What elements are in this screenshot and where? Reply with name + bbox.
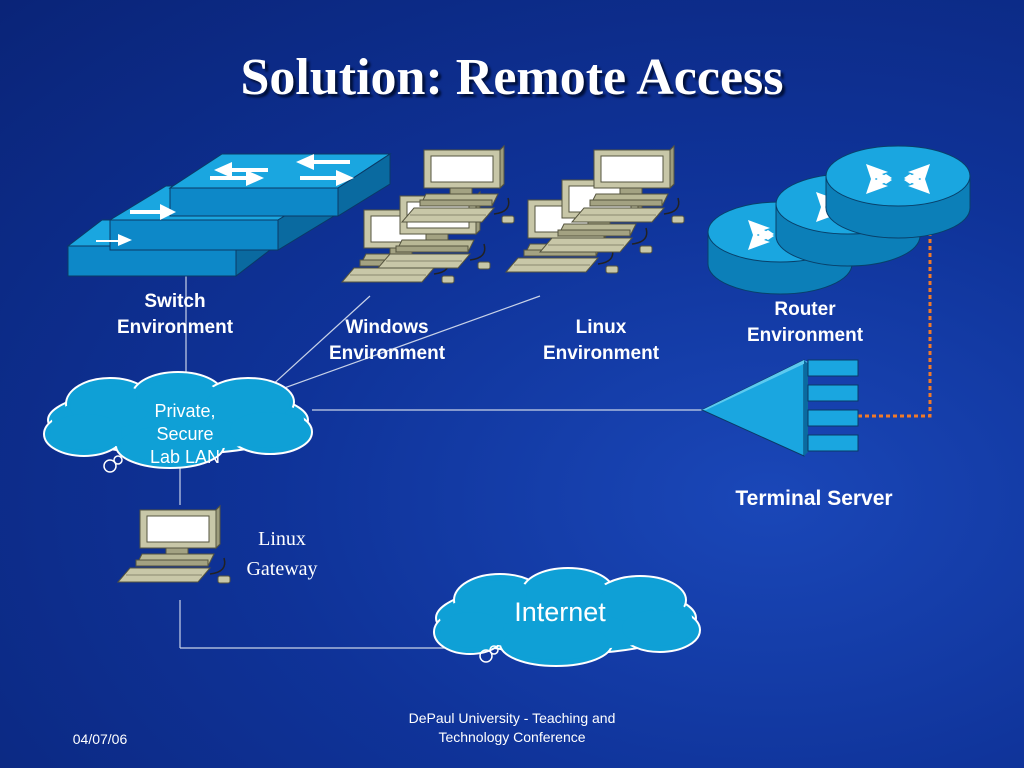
terminal-server-label: Terminal Server	[735, 487, 893, 510]
connector-lines	[179, 272, 712, 649]
cloud-icon	[433, 567, 701, 667]
footer-date: 04/07/06	[72, 731, 128, 747]
lab-lan-label: Private, Secure Lab LAN	[149, 401, 221, 467]
router-icon	[825, 145, 971, 239]
cloud-icon	[43, 371, 313, 473]
serial-link	[858, 232, 932, 418]
slide-title: Solution: Remote Access	[240, 49, 784, 106]
desktop-computer-icon	[401, 145, 515, 224]
network-switch-icon	[66, 153, 392, 278]
desktop-computer-icon	[117, 505, 231, 584]
internet-label: Internet	[514, 597, 606, 627]
terminal-server-icon	[700, 359, 859, 457]
